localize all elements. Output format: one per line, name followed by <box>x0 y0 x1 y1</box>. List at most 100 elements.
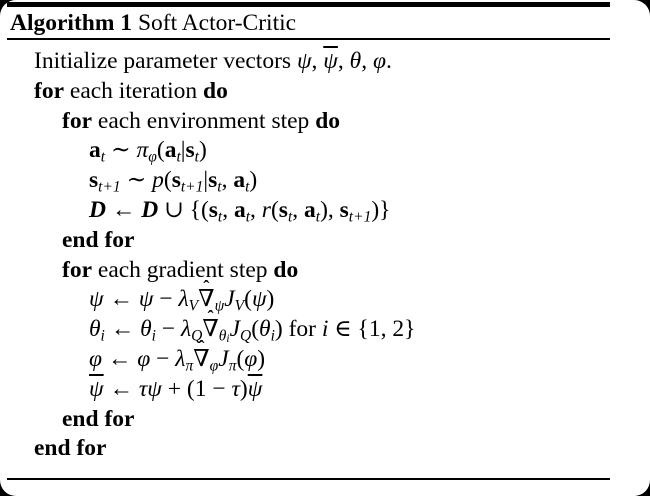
algo-run: t+1 <box>180 178 204 196</box>
algo-run: , <box>222 196 234 223</box>
algo-run: for <box>62 107 93 134</box>
algo-run: t <box>194 148 199 166</box>
header-rule <box>7 38 610 40</box>
algo-run: − <box>150 345 176 372</box>
algo-run: , <box>221 167 234 194</box>
algo-run: φ <box>137 345 151 372</box>
algo-run: ∈ {1, 2} <box>328 316 416 343</box>
algo-run: − <box>153 286 179 313</box>
algo-run: π <box>136 137 149 164</box>
algo-run: end for <box>62 405 135 432</box>
algorithm-number-label: Algorithm 1 <box>10 10 133 36</box>
algorithm-line: st+1 ∼ p(st+1|st, at) <box>0 166 650 196</box>
algo-run: λ <box>178 286 189 313</box>
hat-accent: ˆ <box>198 336 205 357</box>
algo-run: i <box>151 327 156 345</box>
algo-run: φ <box>209 357 219 375</box>
algorithm-line: end for <box>0 405 650 435</box>
algorithm-line: end for <box>0 226 650 256</box>
algo-run: Q <box>191 327 203 345</box>
bottom-rule <box>7 478 610 480</box>
algo-run: | <box>180 137 186 164</box>
algo-run: ) for <box>274 316 322 343</box>
algo-run: for <box>34 77 65 104</box>
algo-run: s <box>339 196 349 223</box>
algorithm-line: end for <box>0 434 650 464</box>
algo-run: i <box>226 333 230 346</box>
algo-run: ) <box>257 345 266 372</box>
algo-run: t+1 <box>98 178 121 196</box>
algo-run: , <box>311 48 324 74</box>
algo-run: s <box>278 196 288 223</box>
algo-run: t <box>176 148 181 166</box>
algo-run: π <box>228 357 237 375</box>
algo-run: ˆ∇ <box>193 337 210 375</box>
algo-run: s <box>185 137 195 164</box>
algo-run: s <box>89 167 99 194</box>
algo-run: ) <box>249 167 258 194</box>
algo-run: do <box>315 107 341 134</box>
algo-run: ψ <box>89 286 104 313</box>
algo-run: i <box>321 316 329 343</box>
nabla-symbol: ∇ <box>202 316 219 343</box>
algo-run: a <box>164 137 177 164</box>
algo-run: p <box>152 167 164 194</box>
nabla-symbol: ∇ <box>193 345 210 372</box>
algo-run: ( <box>244 286 252 313</box>
algo-run: each environment step <box>92 107 316 134</box>
algo-run: ( <box>163 167 172 194</box>
algo-run: ψ <box>247 375 263 402</box>
algo-run: ψ <box>214 297 225 315</box>
algo-run: ( <box>156 137 165 164</box>
algo-run: ) <box>266 286 275 313</box>
algorithm-title-text: Soft Actor-Critic <box>137 10 297 36</box>
algo-run: ˆ∇ <box>202 308 219 345</box>
algo-run: J <box>218 345 229 372</box>
algo-run: do <box>273 256 299 283</box>
algo-run: ∪ {( <box>158 196 209 223</box>
algo-run: V <box>188 297 199 315</box>
algo-run: Q <box>240 327 252 345</box>
algo-run: t <box>287 208 293 226</box>
algorithm-body: Initialize parameter vectors ψ, ψ, θ, φ.… <box>0 47 650 464</box>
algo-run: a <box>233 167 246 194</box>
algo-run: end for <box>34 435 107 462</box>
algo-run: θ <box>218 327 227 345</box>
algo-run: V <box>234 297 245 315</box>
algo-run: ) <box>239 375 248 402</box>
algorithm-line: at ∼ πφ(at|st) <box>0 136 650 166</box>
algo-run: t <box>217 178 222 196</box>
algo-run: t <box>245 178 250 196</box>
algo-run: φ <box>372 48 386 74</box>
algo-run: τ <box>231 375 240 402</box>
algo-run: J <box>229 316 240 343</box>
algo-run: ˆ∇ <box>198 278 214 315</box>
algo-run: θ <box>259 316 271 343</box>
algo-run: ( <box>270 196 279 223</box>
algo-run: a <box>233 196 246 223</box>
algo-run: ← <box>103 375 139 402</box>
algo-run: + (1 − <box>161 375 232 402</box>
top-rule <box>7 2 610 7</box>
algo-run: , <box>292 196 304 223</box>
algo-run: φ <box>89 345 103 372</box>
algo-run: λ <box>180 316 192 343</box>
algo-run: s <box>171 167 181 194</box>
algo-run: λ <box>175 345 186 372</box>
algo-run: i <box>270 327 275 345</box>
algo-run: t <box>315 208 321 226</box>
algo-run: ), <box>320 196 340 223</box>
hat-accent: ˆ <box>207 306 214 327</box>
algo-run: for <box>62 256 93 283</box>
algo-run: , <box>361 48 373 74</box>
algo-run: . <box>385 48 392 74</box>
algo-run: )} <box>371 196 391 223</box>
algo-run: ← <box>102 345 138 372</box>
algo-run: θ <box>349 48 362 74</box>
algo-run: − <box>155 316 181 343</box>
algo-run: ) <box>198 137 207 164</box>
algo-run: s <box>208 167 218 194</box>
algo-run: ← <box>104 316 141 343</box>
algo-run: φ <box>244 345 258 372</box>
